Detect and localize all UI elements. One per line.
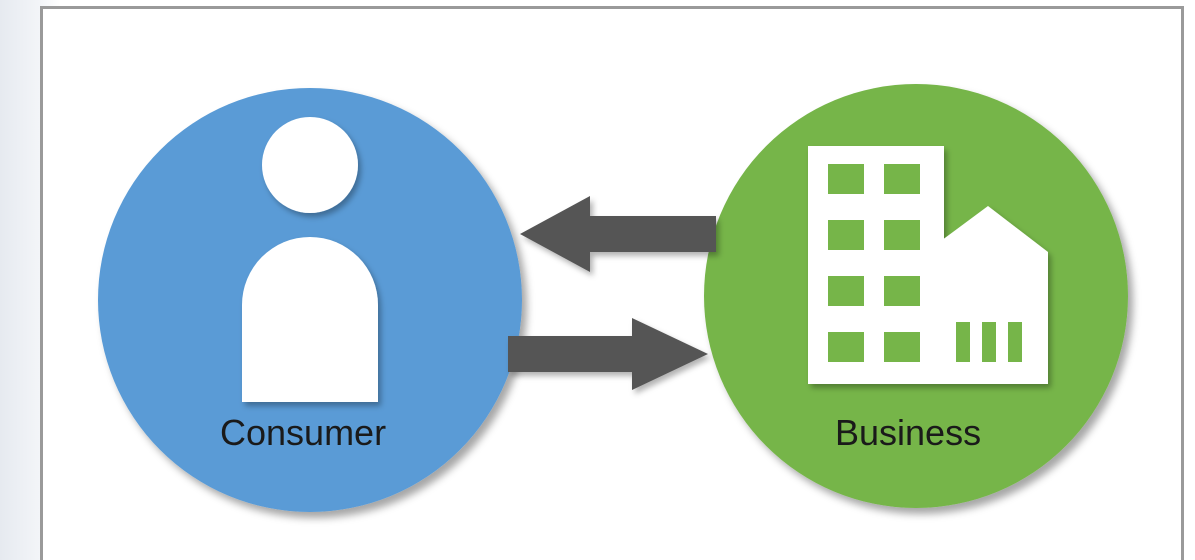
arrow-consumer-to-business bbox=[508, 318, 708, 390]
arrow-business-to-consumer bbox=[520, 196, 716, 272]
consumer-label: Consumer bbox=[220, 412, 387, 453]
building-icon bbox=[808, 146, 1048, 384]
business-label: Business bbox=[835, 412, 982, 453]
person-icon bbox=[242, 117, 378, 402]
